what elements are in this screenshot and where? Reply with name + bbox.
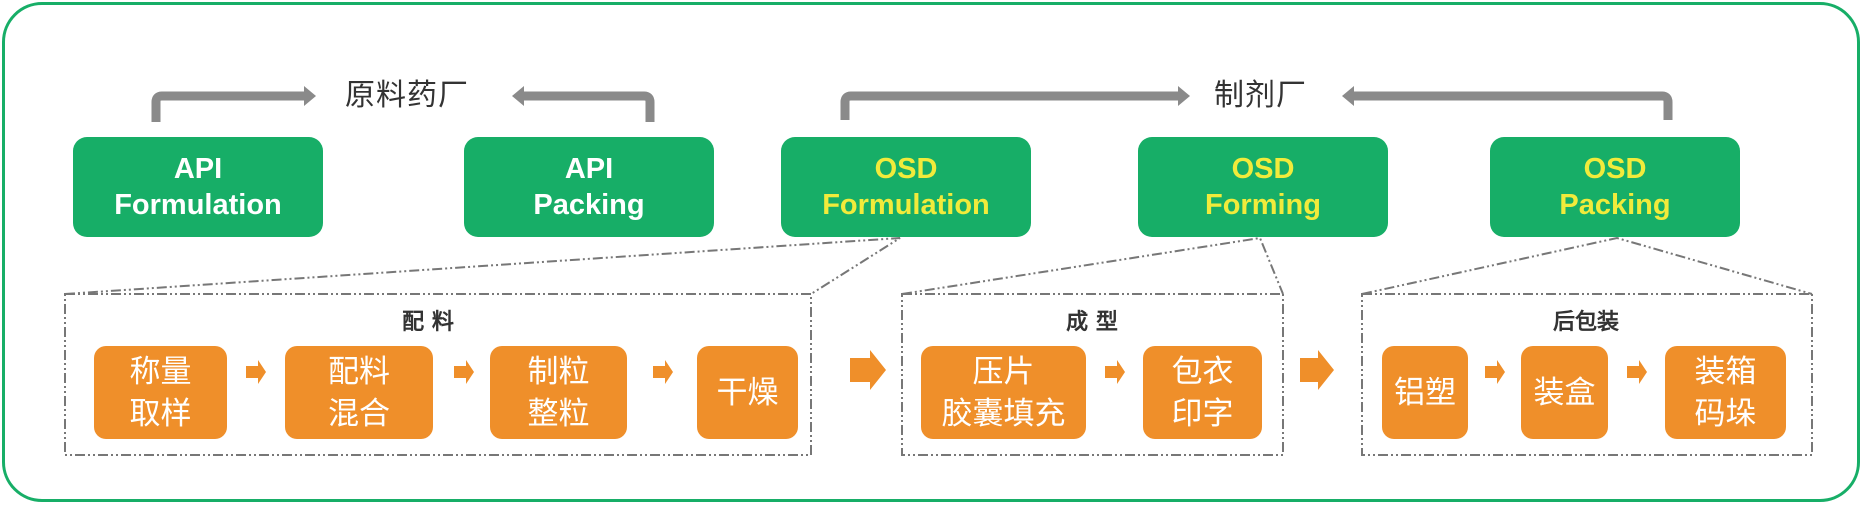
bracket-arrow-left: [522, 91, 655, 122]
step-arrow-icon: [1485, 360, 1505, 384]
stage-line2: Packing: [533, 189, 645, 221]
group-box-formulation: [64, 293, 812, 456]
step-line: 包衣: [1171, 353, 1234, 390]
step-arrow-icon: [1627, 360, 1647, 384]
stage-line1: OSD: [874, 153, 938, 185]
plant-label-api: 原料药厂: [345, 78, 469, 113]
stage-line2: Packing: [1559, 189, 1671, 221]
group-arrow-icon: [850, 350, 886, 390]
step-weighing-sampling: 称量 取样: [94, 346, 227, 439]
group-box-forming: [901, 293, 1284, 456]
step-blister: 铝塑: [1382, 346, 1468, 439]
step-line: 码垛: [1694, 395, 1757, 432]
callout-forming: [901, 236, 1284, 295]
step-granulation-sizing: 制粒 整粒: [490, 346, 627, 439]
step-arrow-icon: [653, 360, 673, 384]
step-line: 取样: [129, 395, 192, 432]
step-line: 配料: [328, 353, 390, 390]
step-tableting-capsule-filling: 压片 胶囊填充: [921, 346, 1086, 439]
step-drying: 干燥: [697, 346, 798, 439]
step-casing-palletizing: 装箱 码垛: [1665, 346, 1786, 439]
bracket-arrow-left: [1352, 91, 1673, 120]
step-line: 铝塑: [1394, 374, 1456, 411]
callout-packing: [1361, 236, 1813, 295]
step-line: 称量: [129, 353, 192, 390]
bracket-arrow-right: [151, 91, 306, 122]
stage-osd-formulation: OSD Formulation: [781, 137, 1031, 237]
arrowhead-right-icon: [1178, 86, 1190, 106]
group-box-packing: [1361, 293, 1813, 456]
step-coating-printing: 包衣 印字: [1143, 346, 1262, 439]
stage-api-packing: API Packing: [464, 137, 714, 237]
stage-line1: OSD: [1231, 153, 1295, 185]
step-line: 装箱: [1694, 353, 1757, 390]
stage-osd-packing: OSD Packing: [1490, 137, 1740, 237]
stage-line1: API: [173, 153, 223, 185]
step-line: 装盒: [1533, 374, 1596, 411]
arrowhead-right-icon: [304, 86, 316, 106]
stage-api-formulation: API Formulation: [73, 137, 323, 237]
step-line: 制粒: [527, 353, 590, 390]
arrowhead-left-icon: [512, 86, 524, 106]
callout-formulation: [64, 237, 901, 295]
stage-osd-forming: OSD Forming: [1138, 137, 1388, 237]
step-line: 混合: [328, 395, 390, 432]
plant-label-osd: 制剂厂: [1214, 78, 1307, 113]
step-arrow-icon: [454, 360, 474, 384]
step-line: 胶囊填充: [941, 395, 1066, 432]
group-title-forming: 成 型: [1066, 310, 1118, 335]
step-line: 压片: [972, 353, 1035, 390]
osd-plant-connector: [840, 86, 1673, 120]
step-arrow-icon: [1105, 360, 1125, 384]
stage-line2: Forming: [1205, 189, 1321, 221]
step-line: 干燥: [716, 374, 779, 411]
stage-line1: OSD: [1583, 153, 1647, 185]
stage-line1: API: [564, 153, 614, 185]
group-title-packing: 后包装: [1552, 310, 1619, 335]
step-cartoning: 装盒: [1521, 346, 1608, 439]
bracket-arrow-right: [840, 91, 1180, 120]
step-line: 整粒: [527, 395, 590, 432]
step-dispensing-blending: 配料 混合: [285, 346, 433, 439]
stage-line2: Formulation: [822, 189, 990, 221]
arrowhead-left-icon: [1342, 86, 1354, 106]
step-arrow-icon: [246, 360, 266, 384]
api-plant-connector: [151, 86, 655, 122]
group-title-formulation: 配 料: [402, 310, 454, 335]
step-line: 印字: [1171, 395, 1234, 432]
group-arrow-icon: [1300, 350, 1334, 390]
stage-line2: Formulation: [114, 189, 282, 221]
